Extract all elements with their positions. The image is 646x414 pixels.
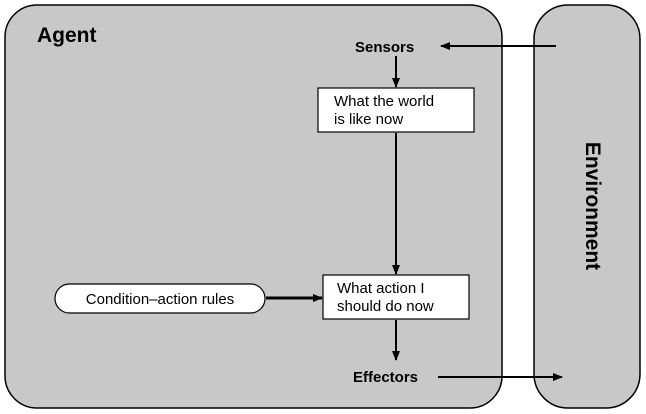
agent-panel [4,4,503,409]
sensors-label: Sensors [355,39,414,56]
rules-label: Condition–action rules [86,291,234,308]
effectors-label: Effectors [353,369,418,386]
world-state-line-2: is like now [334,111,403,128]
action-choice-line-1: What action I [337,280,425,297]
environment-panel [533,4,641,409]
action-choice-box [322,274,470,320]
action-choice-line-2: should do now [337,298,434,315]
world-state-line-1: What the world [334,93,434,110]
agent-title: Agent [37,24,97,47]
rules-pill [54,283,266,314]
environment-title: Environment [581,142,604,270]
world-state-box [317,87,475,133]
